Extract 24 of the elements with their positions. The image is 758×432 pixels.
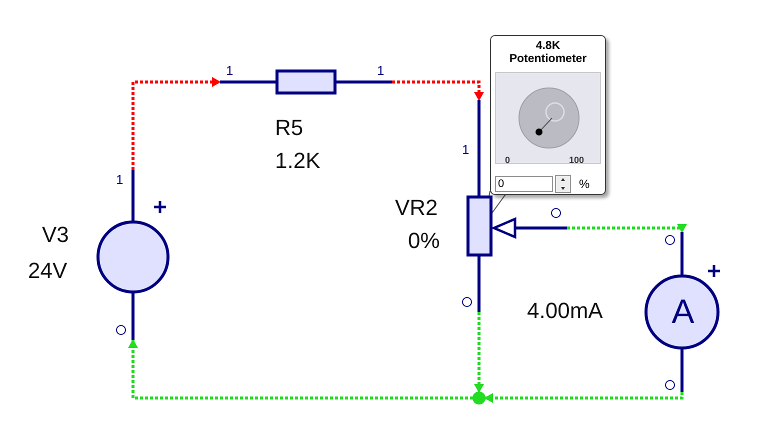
pin-number: 1 [462,143,470,157]
pin-number: 1 [116,173,124,187]
pin-number: 1 [377,64,384,78]
dial-tick-label: 0 [505,155,510,165]
wire [128,339,473,400]
unit-label: % [579,177,590,191]
value-field: 0 [495,176,553,192]
pin-number: 1 [226,64,234,78]
component-label: R5 [275,115,304,141]
meter-letter: A [670,292,696,332]
popup-title: 4.8K Potentiometer [508,40,588,66]
wire [474,312,484,393]
component-label: 1.2K [275,148,320,174]
wire [567,224,687,233]
component-label: VR2 [395,195,438,221]
dial-tick-label: 100 [569,155,584,165]
component-label: 24V [28,258,68,284]
component-label: V3 [42,222,69,248]
meter-reading: 4.00mA [527,298,603,324]
wire [392,80,484,101]
wire [132,77,221,170]
component-label: 0% [408,228,440,254]
callout-popup [490,35,606,195]
wire [484,392,684,403]
